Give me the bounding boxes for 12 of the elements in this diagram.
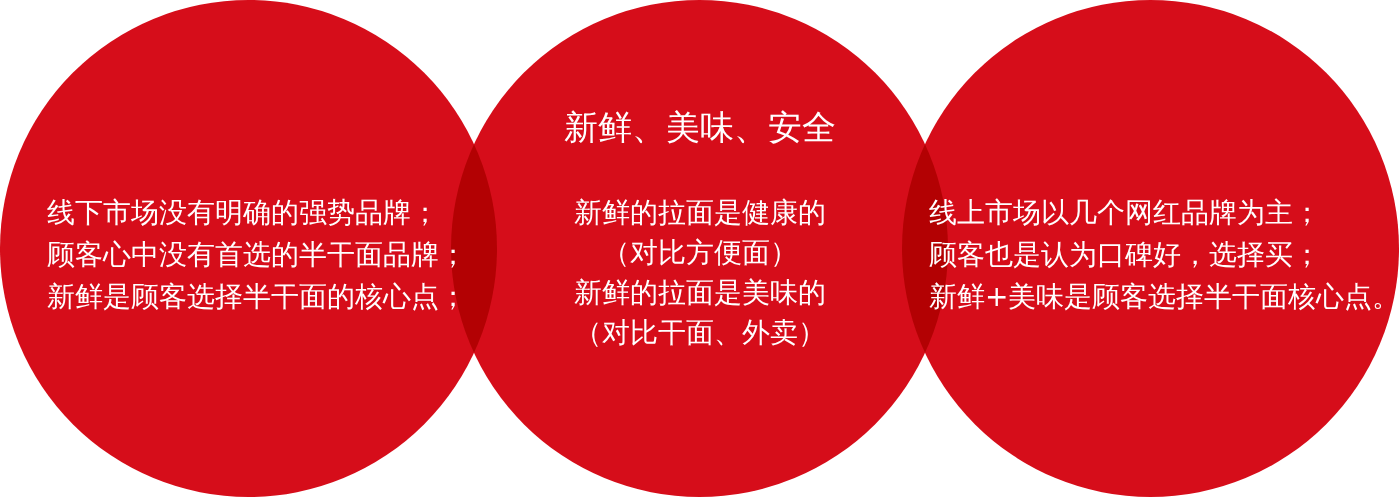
- statement-text: 顾客也是认为口碑好，选择买；: [929, 237, 1321, 273]
- statement-text: 新鲜+美味是顾客选择半干面核心点。: [929, 279, 1399, 315]
- statement-text: 线上市场以几个网红品牌为主；: [929, 195, 1321, 231]
- statement-text: 顾客心中没有首选的半干面品牌；: [47, 237, 467, 273]
- statement-text: （对比干面、外卖）: [573, 315, 826, 351]
- statement-text: 新鲜的拉面是健康的: [573, 195, 826, 231]
- statement-text: 线下市场没有明确的强势品牌；: [47, 195, 439, 231]
- statement-text: 新鲜是顾客选择半干面的核心点；: [47, 279, 467, 315]
- venn-circle: [902, 0, 1399, 497]
- circle-heading: 新鲜、美味、安全: [563, 106, 836, 149]
- statement-text: 新鲜的拉面是美味的: [573, 275, 826, 311]
- statement-text: （对比方便面）: [601, 235, 798, 271]
